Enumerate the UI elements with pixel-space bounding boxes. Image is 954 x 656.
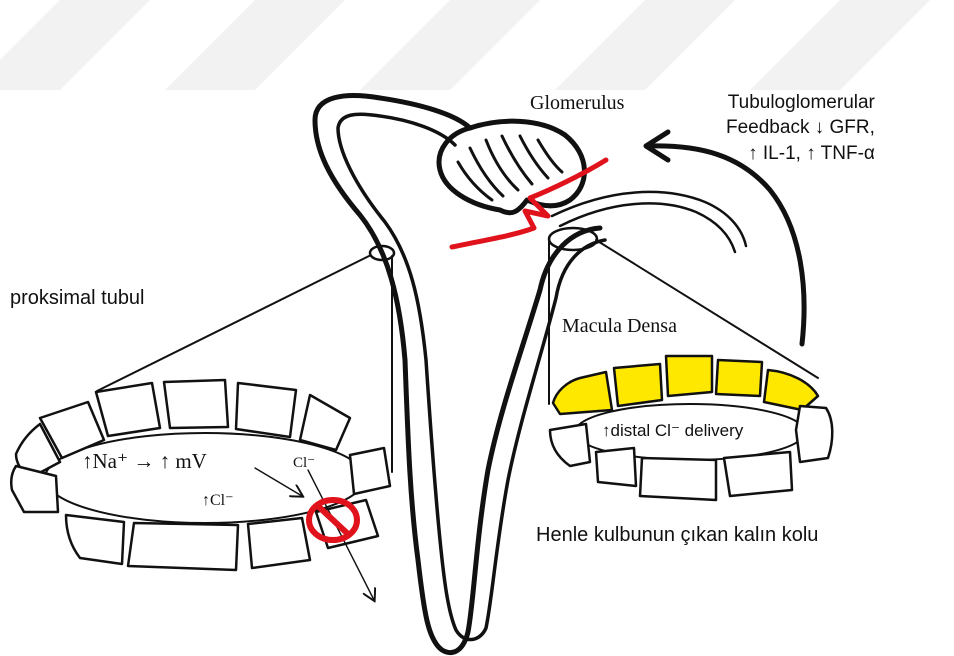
macula-densa-cells bbox=[553, 356, 818, 414]
proximal-tubule-label: proksimal tubul bbox=[10, 287, 145, 310]
feedback-label-line1: Tubuloglomerular bbox=[726, 90, 875, 115]
tubule-inner-wall bbox=[338, 114, 605, 639]
cl-mid-label: ↑Cl⁻ bbox=[202, 492, 234, 510]
feedback-label: Tubuloglomerular Feedback ↓ GFR, ↑ IL-1,… bbox=[726, 90, 875, 166]
feedback-label-line3: ↑ IL-1, ↑ TNF-α bbox=[726, 141, 875, 166]
proximal-section-line-left bbox=[97, 256, 369, 391]
macula-densa-label: Macula Densa bbox=[562, 315, 677, 338]
feedback-label-line2: Feedback ↓ GFR, bbox=[726, 115, 875, 140]
na-mv-label: ↑Na⁺ → ↑ mV bbox=[82, 449, 207, 473]
glomerulus-label: Glomerulus bbox=[530, 92, 624, 115]
arteriole-upper bbox=[552, 192, 746, 246]
henle-label: Henle kulbunun çıkan kalın kolu bbox=[536, 524, 818, 547]
arteriole-lower bbox=[560, 203, 735, 252]
distal-delivery-label: ↑distal Cl⁻ delivery bbox=[602, 421, 743, 441]
watermark bbox=[0, 0, 930, 90]
cl-top-label: Cl⁻ bbox=[293, 455, 315, 472]
